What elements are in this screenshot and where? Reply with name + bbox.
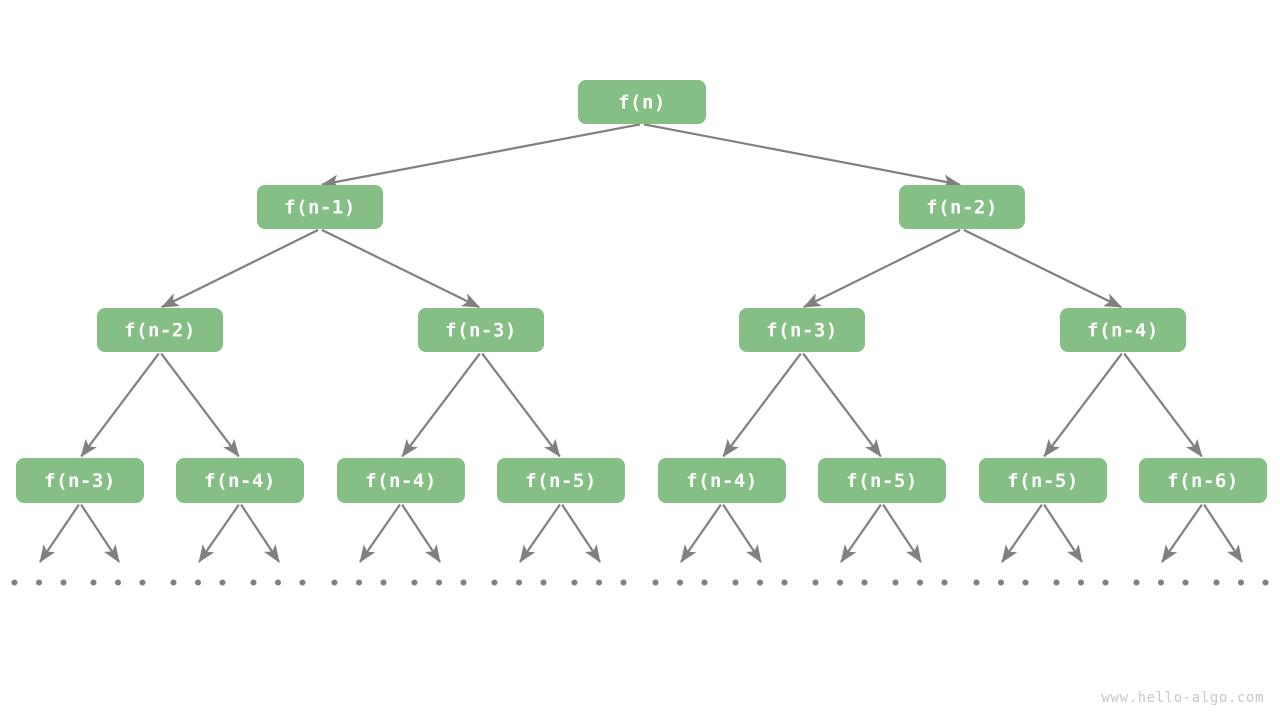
- tree-node-label: f(n-4): [1087, 320, 1159, 342]
- tree-edge: [80, 352, 160, 458]
- tree-node[interactable]: f(n-5): [818, 458, 946, 503]
- ellipsis-marker: • • •: [650, 574, 711, 594]
- ellipsis-marker: • • •: [1051, 574, 1112, 594]
- tree-node-label: f(n-3): [445, 320, 517, 342]
- ellipsis-marker: • • •: [1211, 574, 1272, 594]
- tree-node-box[interactable]: [337, 458, 465, 503]
- tree-edge: [321, 123, 641, 189]
- tree-edge: [481, 352, 561, 458]
- tree-edge: [160, 352, 240, 458]
- ellipsis-marker: • • •: [88, 574, 149, 594]
- ellipsis-marker: • • •: [890, 574, 951, 594]
- tree-node-label: f(n-6): [1167, 470, 1239, 492]
- tree-edge-leaf: [1161, 504, 1203, 563]
- tree-node-label: f(n-2): [926, 197, 998, 219]
- tree-node-box[interactable]: [578, 80, 706, 124]
- tree-node[interactable]: f(n-3): [16, 458, 144, 503]
- tree-node-box[interactable]: [97, 308, 223, 352]
- tree-edge: [321, 228, 480, 309]
- tree-edge-leaf: [882, 504, 922, 563]
- tree-node[interactable]: f(n-4): [337, 458, 465, 503]
- tree-edge-leaf: [240, 504, 280, 563]
- tree-node-box[interactable]: [497, 458, 625, 503]
- ellipsis-marker: • • •: [971, 574, 1032, 594]
- tree-edge-leaf: [722, 504, 762, 563]
- ellipsis-layer: • • • • • • • • • • • • • • • • • • • • • • • •…: [9, 574, 1272, 594]
- tree-node-box[interactable]: [899, 185, 1025, 229]
- tree-edge-leaf: [1043, 504, 1083, 563]
- tree-node[interactable]: f(n): [578, 80, 706, 124]
- tree-node-box[interactable]: [979, 458, 1107, 503]
- ellipsis-marker: • • •: [409, 574, 470, 594]
- tree-node-box[interactable]: [1060, 308, 1186, 352]
- tree-edge-leaf: [359, 504, 401, 563]
- tree-node-label: f(n-4): [686, 470, 758, 492]
- ellipsis-marker: • • •: [9, 574, 70, 594]
- tree-node-box[interactable]: [658, 458, 786, 503]
- edges-layer: [39, 123, 1243, 563]
- tree-node-box[interactable]: [176, 458, 304, 503]
- tree-node[interactable]: f(n-1): [257, 185, 383, 229]
- watermark: www.hello-algo.com: [1101, 690, 1264, 706]
- tree-edge-leaf: [401, 504, 441, 563]
- ellipsis-marker: • • •: [1131, 574, 1192, 594]
- tree-node[interactable]: f(n-3): [739, 308, 865, 352]
- tree-edge: [1043, 352, 1123, 458]
- ellipsis-marker: • • •: [168, 574, 229, 594]
- tree-node-box[interactable]: [257, 185, 383, 229]
- tree-node-label: f(n-4): [204, 470, 276, 492]
- tree-node-label: f(n-3): [766, 320, 838, 342]
- tree-edge-leaf: [519, 504, 561, 563]
- tree-node-label: f(n-1): [284, 197, 356, 219]
- tree-node-box[interactable]: [1139, 458, 1267, 503]
- ellipsis-marker: • • •: [329, 574, 390, 594]
- tree-edge: [161, 228, 319, 309]
- tree-node[interactable]: f(n-2): [899, 185, 1025, 229]
- tree-edge-leaf: [840, 504, 882, 563]
- tree-edge: [803, 228, 961, 309]
- tree-node[interactable]: f(n-4): [658, 458, 786, 503]
- tree-edge-leaf: [198, 504, 240, 563]
- tree-edge: [1123, 352, 1203, 458]
- tree-node-label: f(n-3): [44, 470, 116, 492]
- tree-node-label: f(n): [618, 92, 666, 114]
- tree-node[interactable]: f(n-5): [979, 458, 1107, 503]
- tree-node[interactable]: f(n-4): [1060, 308, 1186, 352]
- ellipsis-marker: • • •: [569, 574, 630, 594]
- tree-edge-leaf: [1203, 504, 1243, 563]
- tree-edge: [963, 228, 1122, 309]
- nodes-layer: f(n) f(n-1) f(n-2) f(n-2) f(n-3) f(n-3) f(n-4)…: [16, 80, 1267, 503]
- tree-node-box[interactable]: [818, 458, 946, 503]
- tree-edge-leaf: [680, 504, 722, 563]
- tree-edge: [401, 352, 481, 458]
- tree-node-box[interactable]: [418, 308, 544, 352]
- tree-node[interactable]: f(n-4): [176, 458, 304, 503]
- tree-node-label: f(n-4): [365, 470, 437, 492]
- ellipsis-marker: • • •: [248, 574, 309, 594]
- tree-node[interactable]: f(n-3): [418, 308, 544, 352]
- ellipsis-marker: • • •: [489, 574, 550, 594]
- tree-edge: [722, 352, 802, 458]
- tree-node-box[interactable]: [16, 458, 144, 503]
- tree-node[interactable]: f(n-5): [497, 458, 625, 503]
- tree-edge-leaf: [561, 504, 601, 563]
- tree-node-label: f(n-2): [124, 320, 196, 342]
- ellipsis-marker: • • •: [810, 574, 871, 594]
- tree-node-label: f(n-5): [1007, 470, 1079, 492]
- tree-edge: [802, 352, 882, 458]
- tree-edge-leaf: [80, 504, 120, 563]
- tree-node-label: f(n-5): [846, 470, 918, 492]
- tree-node[interactable]: f(n-2): [97, 308, 223, 352]
- tree-edge-leaf: [39, 504, 80, 563]
- tree-edge: [643, 123, 961, 189]
- tree-node[interactable]: f(n-6): [1139, 458, 1267, 503]
- tree-node-box[interactable]: [739, 308, 865, 352]
- ellipsis-marker: • • •: [730, 574, 791, 594]
- tree-node-label: f(n-5): [525, 470, 597, 492]
- tree-edge-leaf: [1001, 504, 1043, 563]
